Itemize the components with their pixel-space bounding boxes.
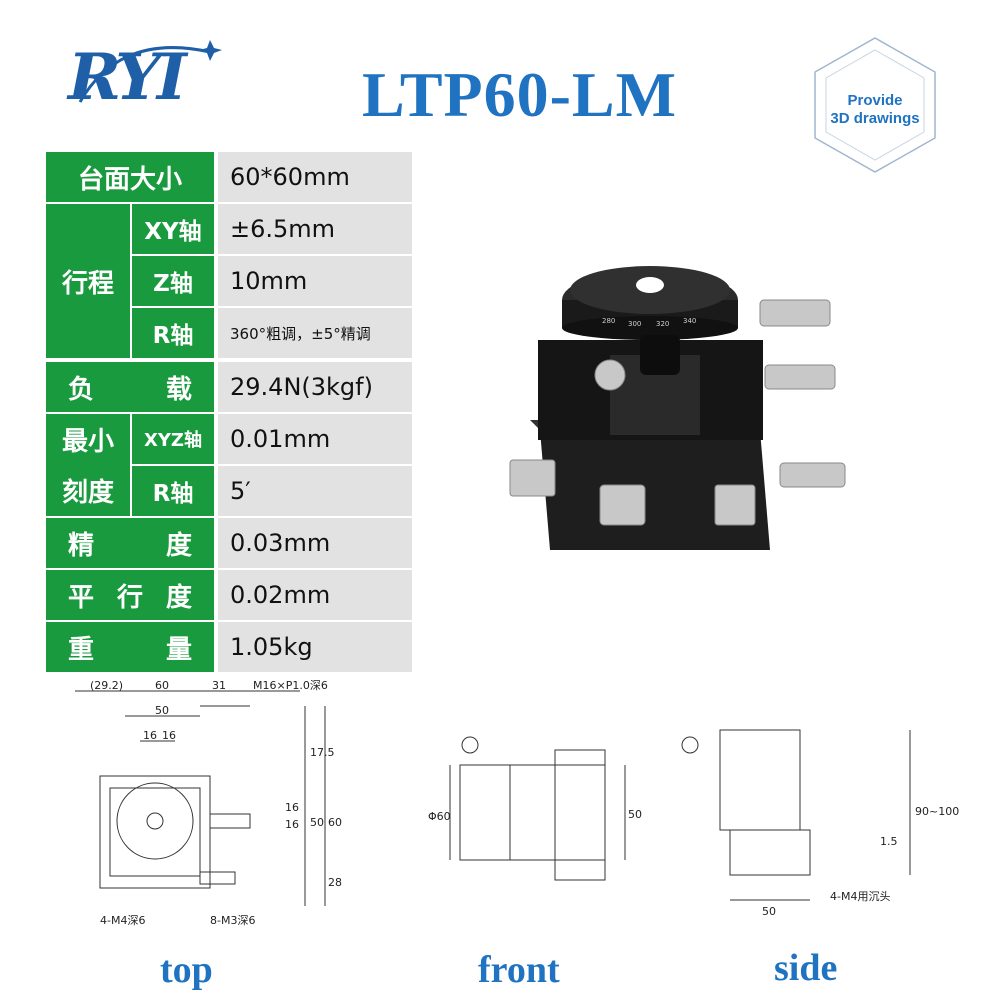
dim-label: 28 — [328, 876, 342, 889]
spec-value: 360°粗调，±5°精调 — [218, 308, 412, 358]
side-view-drawing: 90~100 1.5 50 4-M4用沉头 — [670, 715, 970, 925]
top-view-drawing: (29.2) 60 31 M16×P1.0深6 50 16 16 17.5 16… — [60, 676, 360, 946]
dim-label: 1.5 — [880, 835, 898, 848]
spec-value: ±6.5mm — [218, 204, 412, 254]
dim-label: 4-M4深6 — [100, 914, 145, 927]
dial-mark: 300 — [628, 320, 641, 328]
dim-label: 4-M4用沉头 — [830, 890, 890, 903]
dim-label: 50 — [628, 808, 642, 821]
top-view-caption: top — [160, 949, 213, 991]
model-title: LTP60-LM — [362, 59, 677, 130]
side-view-caption: side — [774, 947, 838, 989]
spec-label: 负 载 — [46, 362, 214, 412]
spec-label: 平 行 度 — [46, 570, 214, 620]
dim-label: 60 — [328, 816, 342, 829]
spec-value: 5′ — [218, 466, 412, 516]
dim-label: 90~100 — [915, 805, 959, 818]
hexagon-icon — [814, 37, 936, 173]
dim-label: 16 — [285, 801, 299, 814]
spec-label-min-scale: 最小 刻度 — [46, 414, 130, 516]
brand-logo: RYI — [60, 22, 260, 122]
spec-label-travel: 行程 — [46, 204, 130, 358]
spec-sublabel: R轴 — [132, 308, 214, 358]
dial-mark: 340 — [683, 317, 696, 325]
dial-mark: 280 — [602, 317, 615, 325]
dim-label: 16 — [143, 729, 157, 742]
dim-label: 31 — [212, 679, 226, 692]
spec-value: 0.03mm — [218, 518, 412, 568]
dim-label: 50 — [155, 704, 169, 717]
dim-label: M16×P1.0深6 — [253, 679, 328, 692]
spec-value: 0.01mm — [218, 414, 412, 464]
spec-label: 精 度 — [46, 518, 214, 568]
spec-sublabel: Z轴 — [132, 256, 214, 306]
front-view-caption: front — [478, 949, 560, 991]
dim-label: 17.5 — [310, 746, 335, 759]
spec-value: 1.05kg — [218, 622, 412, 672]
3d-drawings-badge: Provide 3D drawings — [800, 30, 950, 180]
dial-mark: 320 — [656, 320, 669, 328]
dim-label: Φ60 — [428, 810, 451, 823]
front-view-drawing: Φ60 50 — [410, 730, 650, 910]
product-photo: 280 300 320 340 — [490, 245, 870, 575]
spec-label: 重 量 — [46, 622, 214, 672]
spec-value: 60*60mm — [218, 152, 412, 202]
spec-value: 29.4N(3kgf) — [218, 362, 412, 412]
dim-label: 8-M3深6 — [210, 914, 255, 927]
badge-text: Provide 3D drawings — [830, 92, 920, 127]
dim-label: 50 — [310, 816, 324, 829]
spec-sublabel: R轴 — [132, 466, 214, 516]
logo-text: RYI — [68, 40, 187, 115]
spec-label: 台面大小 — [46, 152, 214, 202]
logo-graphic — [78, 40, 222, 103]
dim-label: 16 — [162, 729, 176, 742]
spec-value: 10mm — [218, 256, 412, 306]
spec-sublabel: XYZ轴 — [132, 414, 214, 464]
spec-value: 0.02mm — [218, 570, 412, 620]
dim-label: (29.2) — [90, 679, 123, 692]
dim-label: 16 — [285, 818, 299, 831]
dim-label: 50 — [762, 905, 776, 918]
spec-sublabel: XY轴 — [132, 204, 214, 254]
dim-label: 60 — [155, 679, 169, 692]
